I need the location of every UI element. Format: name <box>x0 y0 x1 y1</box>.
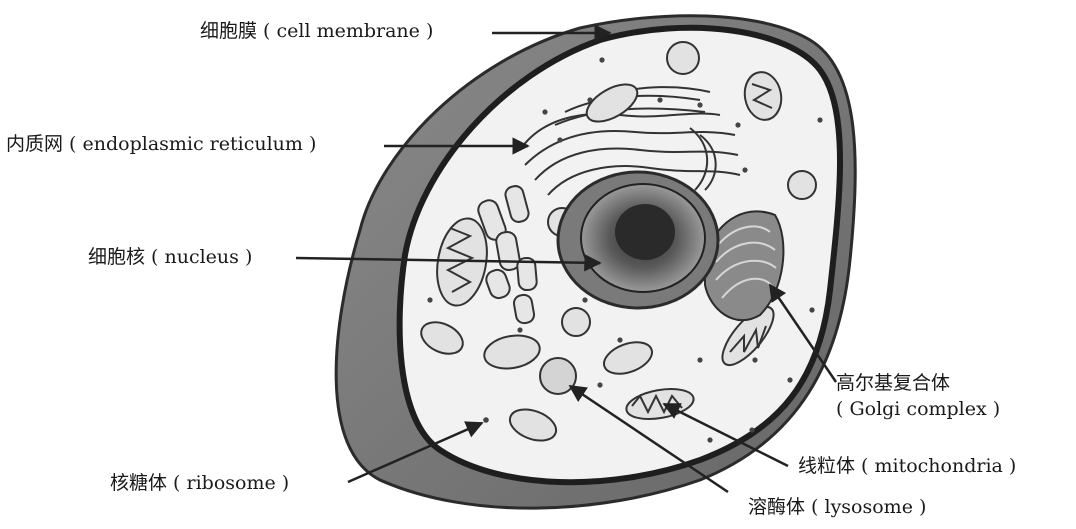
label-mitochondria: 线粒体 ( mitochondria ) <box>798 455 1016 477</box>
label-cell-membrane: 细胞膜 ( cell membrane ) <box>200 20 433 42</box>
label-endoplasmic-reticulum: 内质网 ( endoplasmic reticulum ) <box>6 133 316 155</box>
label-nucleus: 细胞核 ( nucleus ) <box>88 246 252 268</box>
nucleus-shape <box>558 172 718 308</box>
label-ribosome: 核糖体 ( ribosome ) <box>110 472 289 494</box>
label-golgi-cn: 高尔基复合体 <box>836 372 950 394</box>
label-golgi-en: ( Golgi complex ) <box>836 398 1000 420</box>
lysosome-shape <box>540 358 576 394</box>
label-lysosome: 溶酶体 ( lysosome ) <box>748 496 926 518</box>
